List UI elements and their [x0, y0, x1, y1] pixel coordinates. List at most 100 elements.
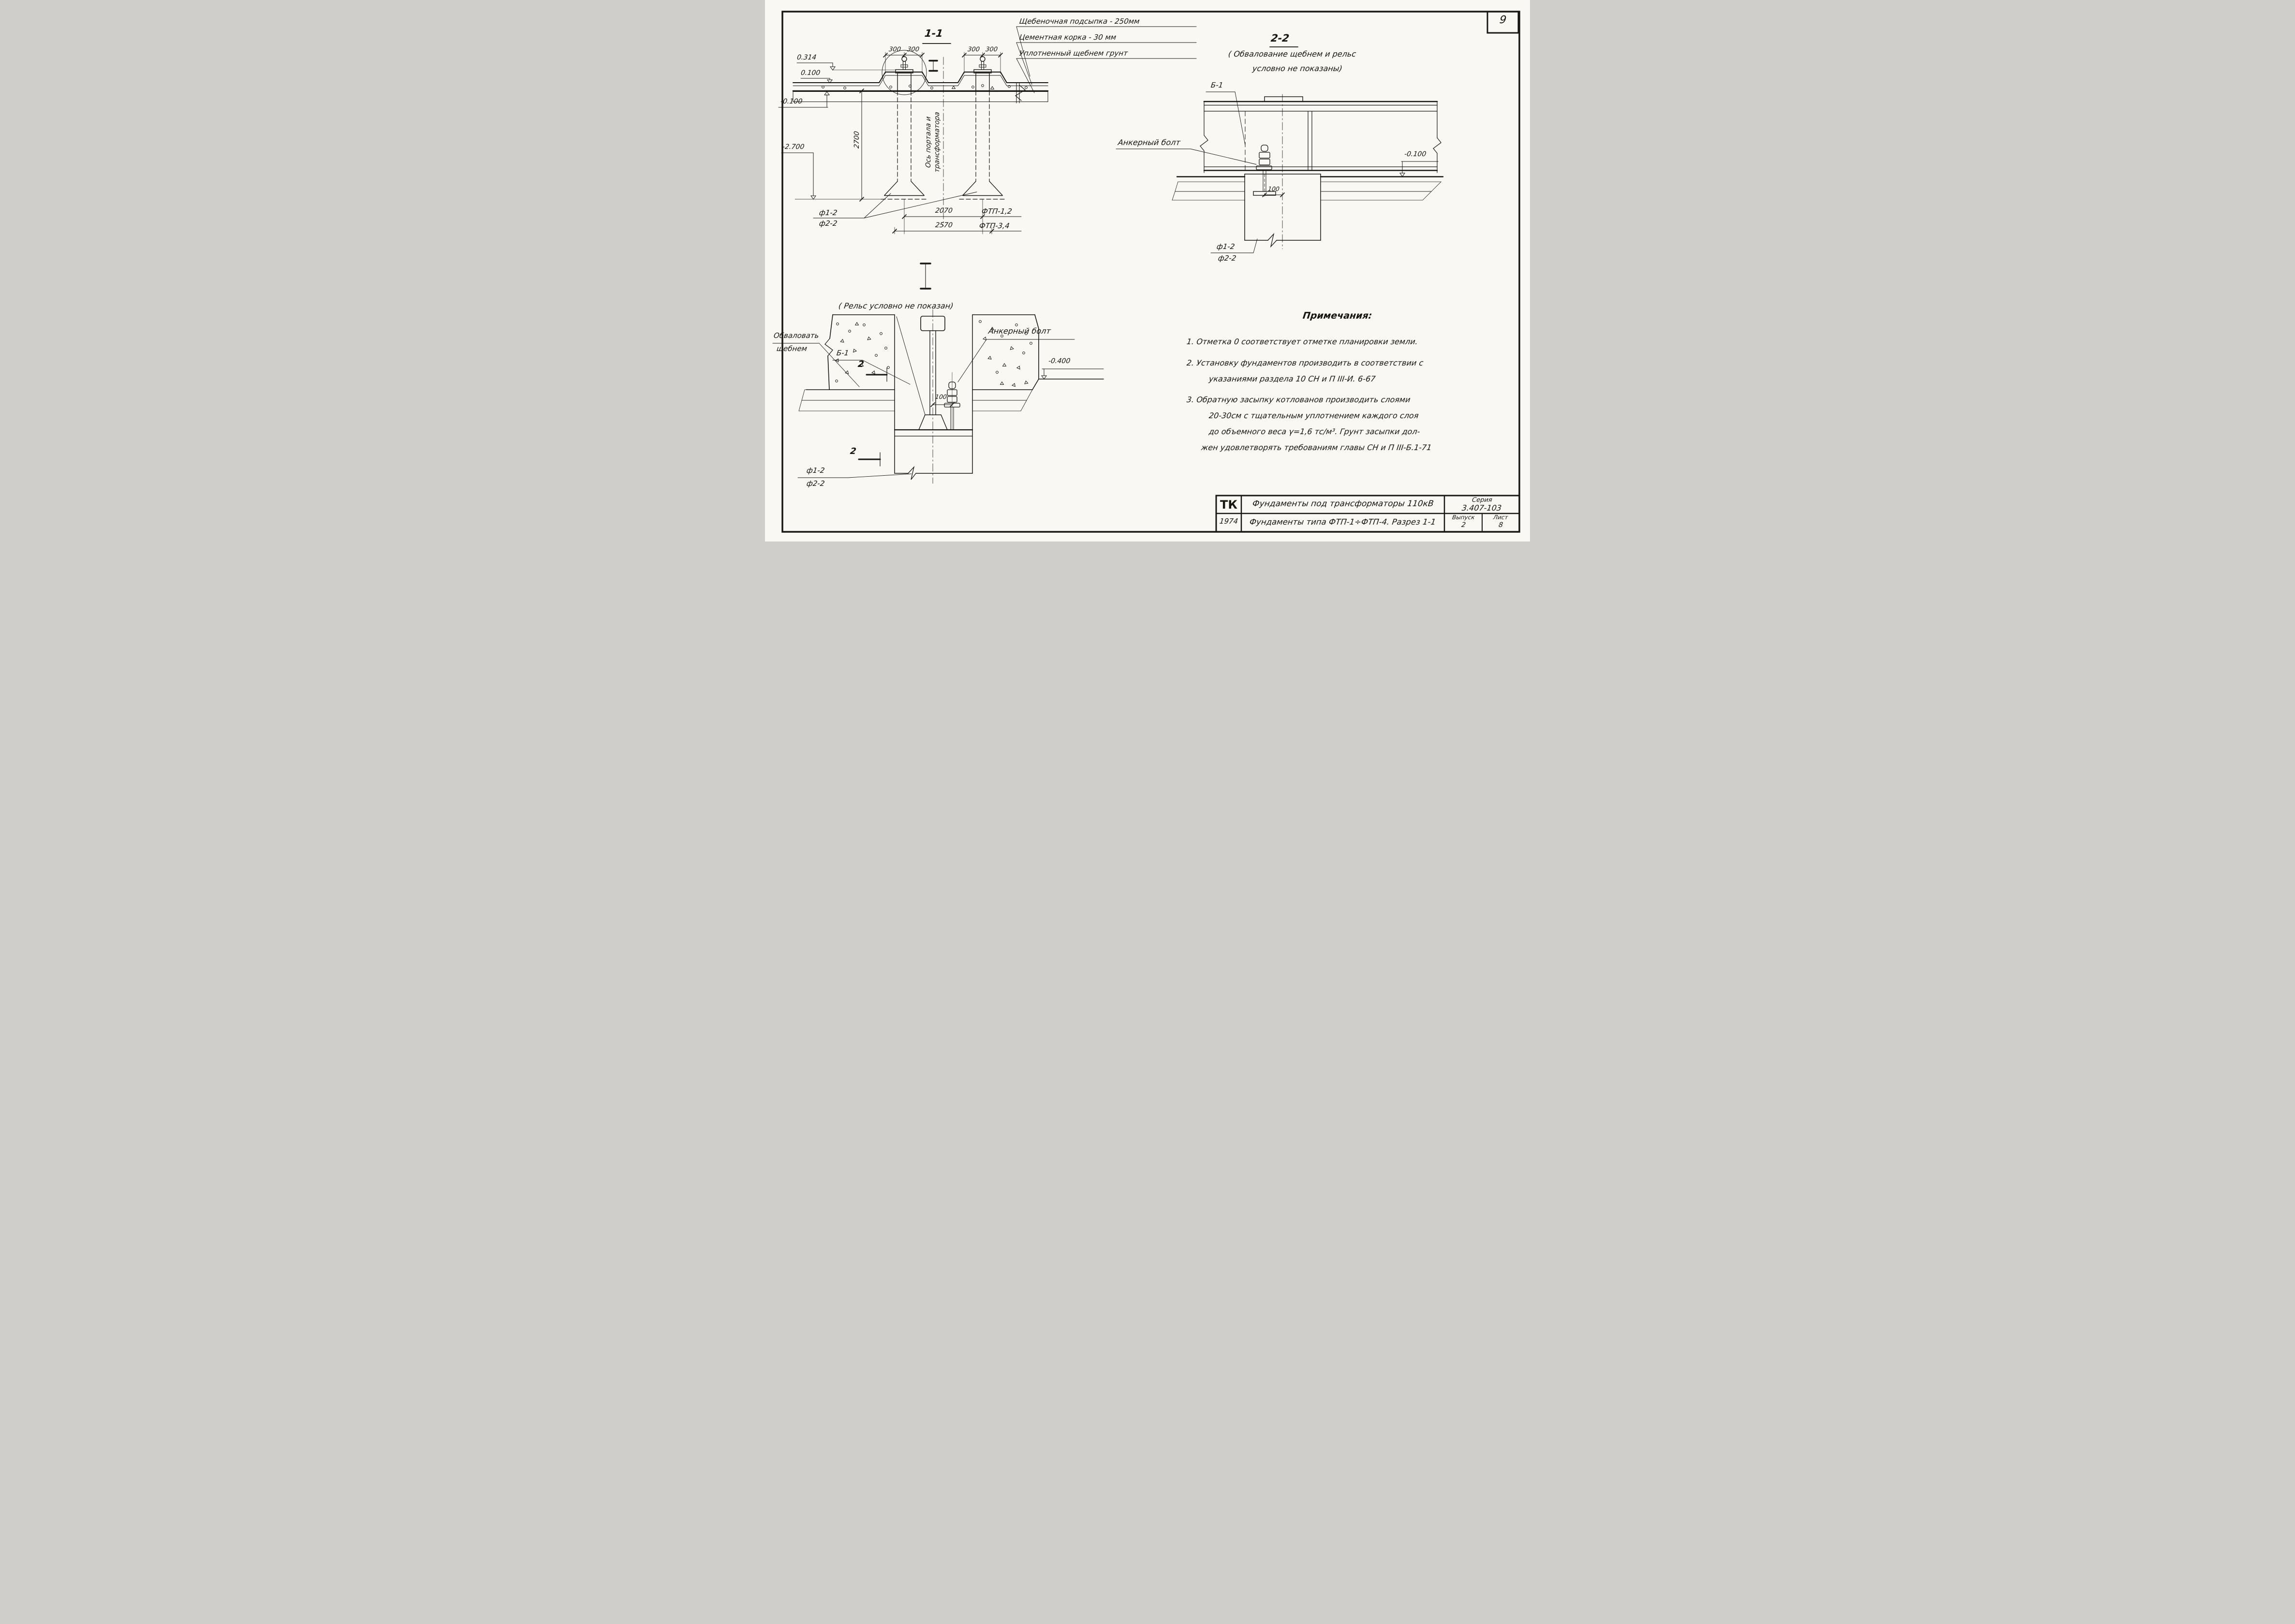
- tb-sheet-value-text: 8: [1498, 521, 1504, 529]
- label-f12-v22-text: ф1-2: [1216, 242, 1236, 251]
- aggregate-dot: [1025, 86, 1028, 89]
- elev-m0400-text: -0.400: [1048, 357, 1071, 365]
- note-line-4-text: 3. Обратную засыпку котлованов производи…: [1186, 395, 1411, 404]
- note-line-3-text: указаниями раздела 10 СН и П III-И. 6-67: [1208, 374, 1376, 383]
- footings: [884, 181, 1003, 196]
- label-ftp12: ФТП-1,2: [981, 207, 1013, 216]
- note-line-1-text: 1. Отметка 0 соответствует отметке плани…: [1186, 337, 1419, 346]
- view-2-2-title-text: 2-2: [1270, 32, 1290, 44]
- section-2-top-text: 2: [857, 359, 865, 369]
- section-2-top: 2: [857, 359, 865, 369]
- view-2-2-title: 2-2: [1270, 32, 1290, 44]
- dim-300-3-text: 300: [967, 46, 980, 53]
- aggregate-dot: [1015, 323, 1018, 326]
- anchor-bolt-i: [944, 372, 960, 430]
- tb-sheet-label: Лист: [1482, 514, 1519, 521]
- elev-0100: 0.100: [800, 69, 821, 77]
- aggregate-dot: [843, 87, 846, 89]
- legend-line-1: Щебеночная подсыпка - 250мм: [1018, 17, 1140, 26]
- aggregate-triangle: [835, 358, 839, 363]
- label-ftp34: ФТП-3,4: [978, 221, 1010, 230]
- note-line-2: 2. Установку фундаментов производить в с…: [1186, 358, 1424, 367]
- view-i-linework: [772, 263, 1104, 484]
- label-bolt-v22-text: Анкерный болт: [1117, 138, 1181, 147]
- view-1-1-title-text: 1-1: [924, 28, 944, 39]
- dim-300-1: 300: [885, 46, 904, 53]
- elev-m0100-v22-text: -0.100: [1404, 150, 1427, 158]
- tb-year-text: 1974: [1219, 517, 1239, 526]
- aggregate-triangle: [1000, 381, 1004, 385]
- aggregate-dot: [979, 320, 982, 323]
- rail-section: [918, 316, 948, 430]
- tb-series-value: 3.407-103: [1444, 503, 1519, 512]
- aggregate-dot: [884, 347, 887, 350]
- aggregate-dot: [971, 86, 974, 88]
- aggregate-dot: [836, 322, 839, 325]
- notes-title: Примечания:: [1302, 310, 1373, 321]
- dim-100-vi-text: 100: [935, 393, 947, 400]
- label-f12-v22: ф1-2: [1216, 242, 1236, 251]
- label-ftp34-text: ФТП-3,4: [978, 221, 1010, 230]
- note-line-6-text: до объемного веса γ=1,6 тс/м³. Грунт зас…: [1208, 427, 1421, 436]
- aggregate-triangle: [1016, 366, 1020, 370]
- legend-line-2-text: Цементная корка - 30 мм: [1018, 33, 1117, 42]
- label-mound1: Обваловать: [773, 331, 820, 340]
- legend-line-1-text: Щебеночная подсыпка - 250мм: [1018, 17, 1140, 26]
- portal-axis-label: Ось портала и трансформатора: [924, 105, 942, 179]
- dim-300-4-text: 300: [985, 46, 998, 53]
- aggregate-dot: [1030, 342, 1032, 345]
- tb-year: 1974: [1216, 517, 1241, 526]
- aggregate-triangle: [990, 86, 995, 89]
- elev-0314: 0.314: [796, 54, 817, 61]
- aggregate-dot: [863, 323, 866, 326]
- aggregate-dot: [880, 332, 883, 335]
- dim-2700: 2700: [853, 118, 861, 161]
- tb-row2-title: Фундаменты типа ФТП-1÷ФТП-4. Разрез 1-1: [1244, 517, 1442, 527]
- dim-2570-text: 2570: [935, 221, 953, 229]
- aggregate-dot: [909, 85, 912, 88]
- section-2-bottom: 2: [849, 446, 857, 456]
- portal-axis-line2: трансформатора: [933, 111, 941, 173]
- label-bolt-v22: Анкерный болт: [1117, 138, 1181, 147]
- tb-issue-value-text: 2: [1460, 521, 1466, 529]
- view-2-2-linework: [1116, 46, 1444, 253]
- view-i-note: ( Рельс условно не показан): [838, 301, 954, 310]
- aggregate-dot: [822, 86, 824, 88]
- dim-2700-text: 2700: [853, 131, 861, 149]
- note-line-5-text: 20-30см с тщательным уплотнением каждого…: [1208, 411, 1419, 420]
- label-bolt-vi: Анкерный болт: [988, 326, 1051, 336]
- note-line-3: указаниями раздела 10 СН и П III-И. 6-67: [1208, 374, 1376, 383]
- view-2-2-note1: ( Обвалование щебнем и рельс: [1228, 49, 1357, 59]
- note-line-2-text: 2. Установку фундаментов производить в с…: [1186, 358, 1424, 367]
- legend-leaders: [1016, 26, 1197, 93]
- label-f22-v11-text: ф2-2: [818, 219, 838, 228]
- dim-300-1-text: 300: [888, 46, 901, 53]
- aggregate-dot: [981, 84, 984, 87]
- label-b1-vi-text: Б-1: [836, 349, 850, 357]
- aggregate-marks: [822, 84, 1032, 387]
- label-mound2: щебнем: [776, 344, 808, 353]
- label-f12-vi: ф1-2: [806, 466, 825, 475]
- legend-line-2: Цементная корка - 30 мм: [1018, 33, 1117, 42]
- aggregate-triangle: [1011, 383, 1016, 387]
- tb-code: ТК: [1216, 498, 1241, 511]
- view-1-1-linework: [778, 26, 1197, 234]
- view-2-2-note2-text: условно не показаны): [1251, 64, 1343, 73]
- pedestal-left: [882, 50, 927, 95]
- elevation-marks: [778, 62, 896, 200]
- aggregate-triangle: [854, 322, 859, 325]
- dim-100-vi: 100: [935, 393, 947, 400]
- tb-issue-label-text: Выпуск: [1451, 514, 1475, 521]
- tb-series-value-text: 3.407-103: [1461, 503, 1502, 512]
- aggregate-triangle: [1010, 346, 1014, 350]
- pedestal-right: [973, 56, 992, 91]
- label-b1-vi: Б-1: [836, 349, 850, 357]
- elev-m2700: -2.700: [782, 143, 805, 151]
- aggregate-triangle: [853, 349, 857, 353]
- label-f22-v22-text: ф2-2: [1217, 254, 1237, 263]
- dim-100-v22: 100: [1267, 185, 1280, 192]
- extension-lines-bottom: [894, 199, 992, 234]
- label-mound2-text: щебнем: [776, 344, 808, 353]
- sheet-frame: [781, 11, 1520, 533]
- section-2-bottom-text: 2: [849, 446, 857, 456]
